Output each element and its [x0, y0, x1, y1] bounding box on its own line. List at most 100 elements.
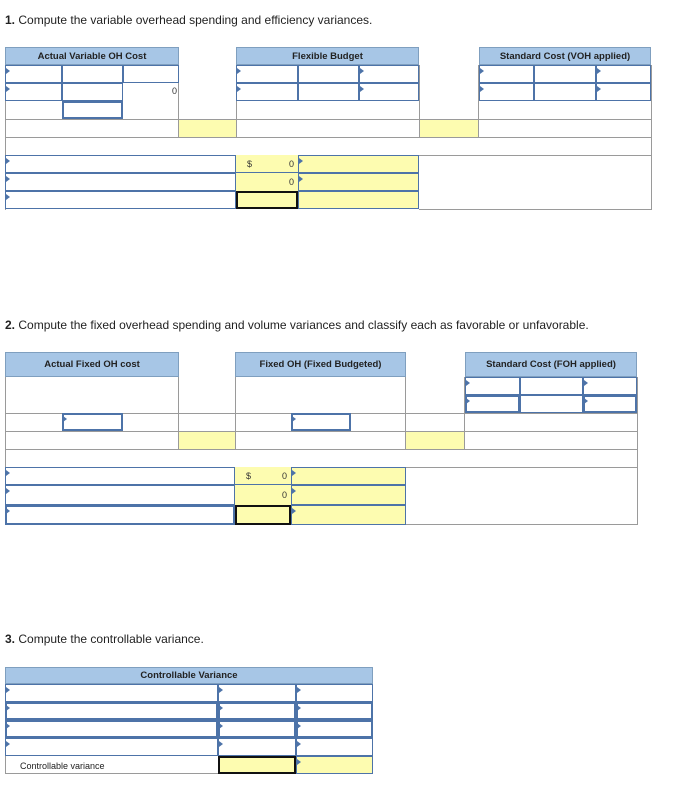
- foh-budget-input[interactable]: [291, 413, 351, 431]
- std-voh-input-1a[interactable]: [479, 65, 534, 83]
- foh-volume-variance-cell[interactable]: [406, 432, 464, 449]
- dropdown-marker-icon: [292, 416, 296, 422]
- foh-fu-select-3[interactable]: [291, 505, 406, 525]
- divider: [178, 65, 179, 137]
- std-foh-input-1c[interactable]: [583, 377, 637, 395]
- cv-label-input-3[interactable]: [5, 720, 218, 738]
- divider: [5, 137, 651, 138]
- cv-amount-input-3[interactable]: [218, 720, 296, 738]
- cv-label-input-4[interactable]: [5, 738, 218, 756]
- foh-sum-cell-1[interactable]: $ 0: [235, 467, 291, 485]
- header-standard-voh: Standard Cost (VOH applied): [479, 47, 651, 65]
- question-2-prompt: Compute the fixed overhead spending and …: [18, 318, 589, 332]
- voh-summary-label-3[interactable]: [5, 191, 236, 209]
- voh-fu-select-1[interactable]: [298, 155, 419, 173]
- cv-label-input-1[interactable]: [5, 684, 218, 702]
- voh-actual-input-2a[interactable]: [5, 83, 62, 101]
- question-1-text: 1. Compute the variable overhead spendin…: [5, 13, 372, 27]
- dropdown-marker-icon: [6, 687, 10, 693]
- cv-fu-input-1[interactable]: [296, 684, 373, 702]
- voh-actual-input-2b[interactable]: [62, 83, 123, 101]
- foh-fu-select-2[interactable]: [291, 485, 406, 505]
- foh-fu-select-1[interactable]: [291, 467, 406, 485]
- std-foh-input-2c[interactable]: [583, 395, 637, 413]
- divider: [236, 65, 237, 137]
- voh-actual-input-3b[interactable]: [62, 101, 123, 119]
- foh-summary-label-1[interactable]: [5, 467, 235, 485]
- cv-total-fu-select[interactable]: [296, 756, 373, 774]
- question-3-number: 3.: [5, 632, 16, 646]
- flex-input-1b[interactable]: [298, 65, 359, 83]
- dropdown-marker-icon: [297, 705, 301, 711]
- cv-amount-input-2[interactable]: [218, 702, 296, 720]
- voh-actual-input-1a[interactable]: [5, 65, 62, 83]
- dropdown-marker-icon: [466, 380, 470, 386]
- voh-sum-value-2: 0: [288, 177, 294, 187]
- voh-summary-label-2[interactable]: [5, 173, 236, 191]
- foh-spending-variance-cell[interactable]: [179, 432, 235, 449]
- std-voh-input-2c[interactable]: [596, 83, 651, 101]
- divider: [478, 65, 479, 137]
- voh-efficiency-variance-cell[interactable]: [420, 120, 478, 137]
- std-foh-input-2a[interactable]: [465, 395, 520, 413]
- question-3-prompt: Compute the controllable variance.: [18, 632, 204, 646]
- dropdown-marker-icon: [292, 470, 296, 476]
- question-1-prompt: Compute the variable overhead spending a…: [18, 13, 373, 27]
- dropdown-marker-icon: [584, 398, 588, 404]
- dropdown-marker-icon: [292, 508, 296, 514]
- dropdown-marker-icon: [6, 86, 10, 92]
- voh-fu-select-3[interactable]: [298, 191, 419, 209]
- question-2-text: 2. Compute the fixed overhead spending a…: [5, 318, 589, 332]
- dropdown-marker-icon: [237, 86, 241, 92]
- cv-amount-input-4[interactable]: [218, 738, 296, 756]
- voh-actual-input-1c[interactable]: [123, 65, 179, 83]
- cv-fu-input-2[interactable]: [296, 702, 373, 720]
- header-controllable-variance: Controllable Variance: [5, 667, 373, 684]
- foh-actual-input[interactable]: [62, 413, 123, 431]
- voh-summary-label-1[interactable]: [5, 155, 236, 173]
- cv-label-input-2[interactable]: [5, 702, 218, 720]
- dropdown-marker-icon: [219, 723, 223, 729]
- voh-spending-variance-cell[interactable]: [179, 120, 236, 137]
- dropdown-marker-icon: [6, 723, 10, 729]
- header-flexible-budget: Flexible Budget: [236, 47, 419, 65]
- dropdown-marker-icon: [63, 416, 67, 422]
- flex-input-2c[interactable]: [359, 83, 419, 101]
- flex-input-1c[interactable]: [359, 65, 419, 83]
- dropdown-marker-icon: [597, 86, 601, 92]
- std-foh-input-2b[interactable]: [520, 395, 583, 413]
- foh-sum-cell-2[interactable]: 0: [235, 485, 291, 505]
- voh-sum-cell-1[interactable]: $ 0: [236, 155, 298, 173]
- std-voh-input-1c[interactable]: [596, 65, 651, 83]
- voh-actual-input-1b[interactable]: [62, 65, 123, 83]
- std-voh-input-1b[interactable]: [534, 65, 596, 83]
- std-foh-input-1b[interactable]: [520, 377, 583, 395]
- foh-summary-label-2[interactable]: [5, 485, 235, 505]
- divider: [5, 119, 651, 120]
- foh-sum-cell-3[interactable]: [235, 505, 291, 525]
- flex-input-2b[interactable]: [298, 83, 359, 101]
- dropdown-marker-icon: [6, 488, 10, 494]
- cv-amount-input-1[interactable]: [218, 684, 296, 702]
- std-voh-input-2a[interactable]: [479, 83, 534, 101]
- cv-fu-input-4[interactable]: [296, 738, 373, 756]
- dropdown-marker-icon: [6, 176, 10, 182]
- cv-fu-input-3[interactable]: [296, 720, 373, 738]
- question-3-text: 3. Compute the controllable variance.: [5, 632, 204, 646]
- std-foh-input-1a[interactable]: [465, 377, 520, 395]
- voh-fu-select-2[interactable]: [298, 173, 419, 191]
- flex-input-2a[interactable]: [236, 83, 298, 101]
- cv-total-amount[interactable]: [218, 756, 296, 774]
- dropdown-marker-icon: [219, 741, 223, 747]
- voh-sum-cell-3[interactable]: [236, 191, 298, 209]
- std-voh-input-2b[interactable]: [534, 83, 596, 101]
- dropdown-marker-icon: [6, 68, 10, 74]
- flex-input-1a[interactable]: [236, 65, 298, 83]
- foh-summary-label-3[interactable]: [5, 505, 235, 525]
- question-1-number: 1.: [5, 13, 16, 27]
- voh-sum-cell-2[interactable]: 0: [236, 173, 298, 191]
- header-standard-foh: Standard Cost (FOH applied): [465, 352, 637, 377]
- header-actual-voh: Actual Variable OH Cost: [5, 47, 179, 65]
- cv-total-row: Controllable variance: [5, 756, 218, 774]
- dropdown-marker-icon: [360, 86, 364, 92]
